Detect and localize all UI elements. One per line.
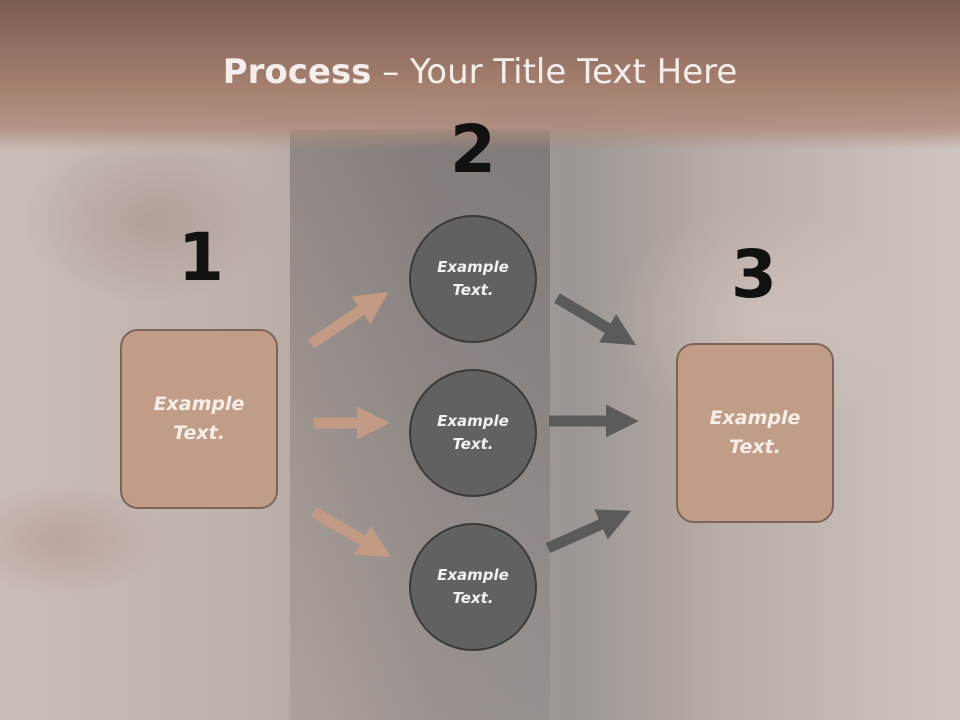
arrow-left-to-top [307, 291, 389, 349]
circle-top-line2: Text. [452, 281, 494, 299]
circle-bottom-line2: Text. [452, 589, 494, 607]
slide-title: Process – Your Title Text Here [0, 52, 960, 92]
step-number-1: 1 [178, 219, 224, 296]
title-band [0, 0, 960, 150]
step-number-2: 2 [450, 111, 496, 188]
circle-center-line1: Example [437, 412, 509, 430]
circle-bottom-line1: Example [437, 566, 509, 584]
right-box-line2: Text. [729, 436, 781, 458]
arrow-bottom-to-right [545, 509, 632, 554]
step-number-3: 3 [731, 236, 777, 313]
right-box-line1: Example [709, 407, 801, 429]
arrow-left-to-bottom [311, 507, 392, 557]
circle-top-line1: Example [437, 258, 509, 276]
circle-center-line2: Text. [452, 435, 494, 453]
title-bold: Process [222, 52, 372, 92]
left-box-line1: Example [153, 393, 245, 415]
arrow-top-to-right [554, 293, 637, 346]
title-rest: – Your Title Text Here [371, 52, 738, 92]
left-box-line2: Text. [173, 422, 225, 444]
